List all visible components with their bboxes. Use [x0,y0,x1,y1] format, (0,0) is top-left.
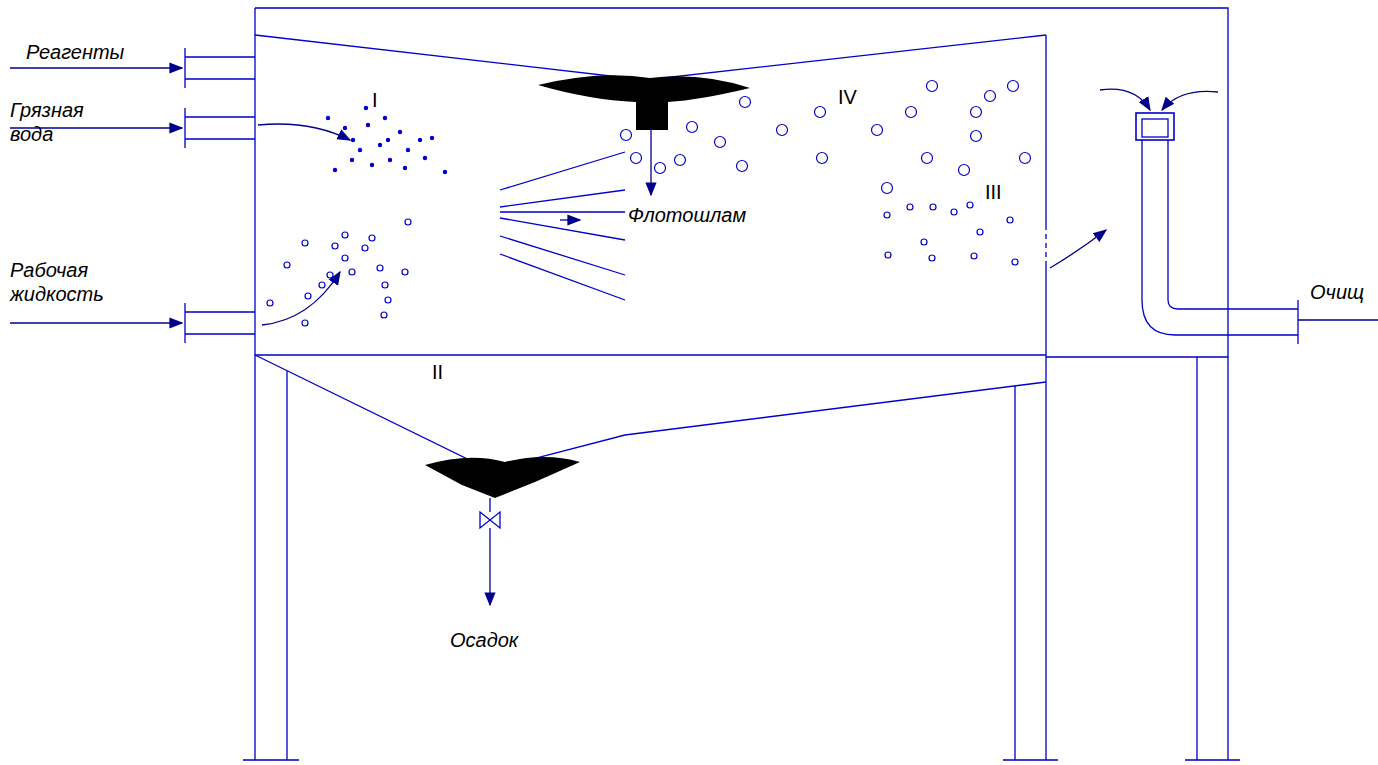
outlet-label: Осадок [450,628,518,652]
inlet-label: Грязная вода [10,98,100,146]
outlet-label: Очищ [1310,280,1364,304]
zone-number: II [432,360,443,384]
zone-number: I [372,88,378,112]
inlet-label: Рабочая жидкость [10,258,120,306]
zone-number: IV [838,85,857,109]
zone-number: III [985,180,1002,204]
outlet-label: Флотошлам [628,203,746,227]
inlet-label: Реагенты [26,40,124,64]
